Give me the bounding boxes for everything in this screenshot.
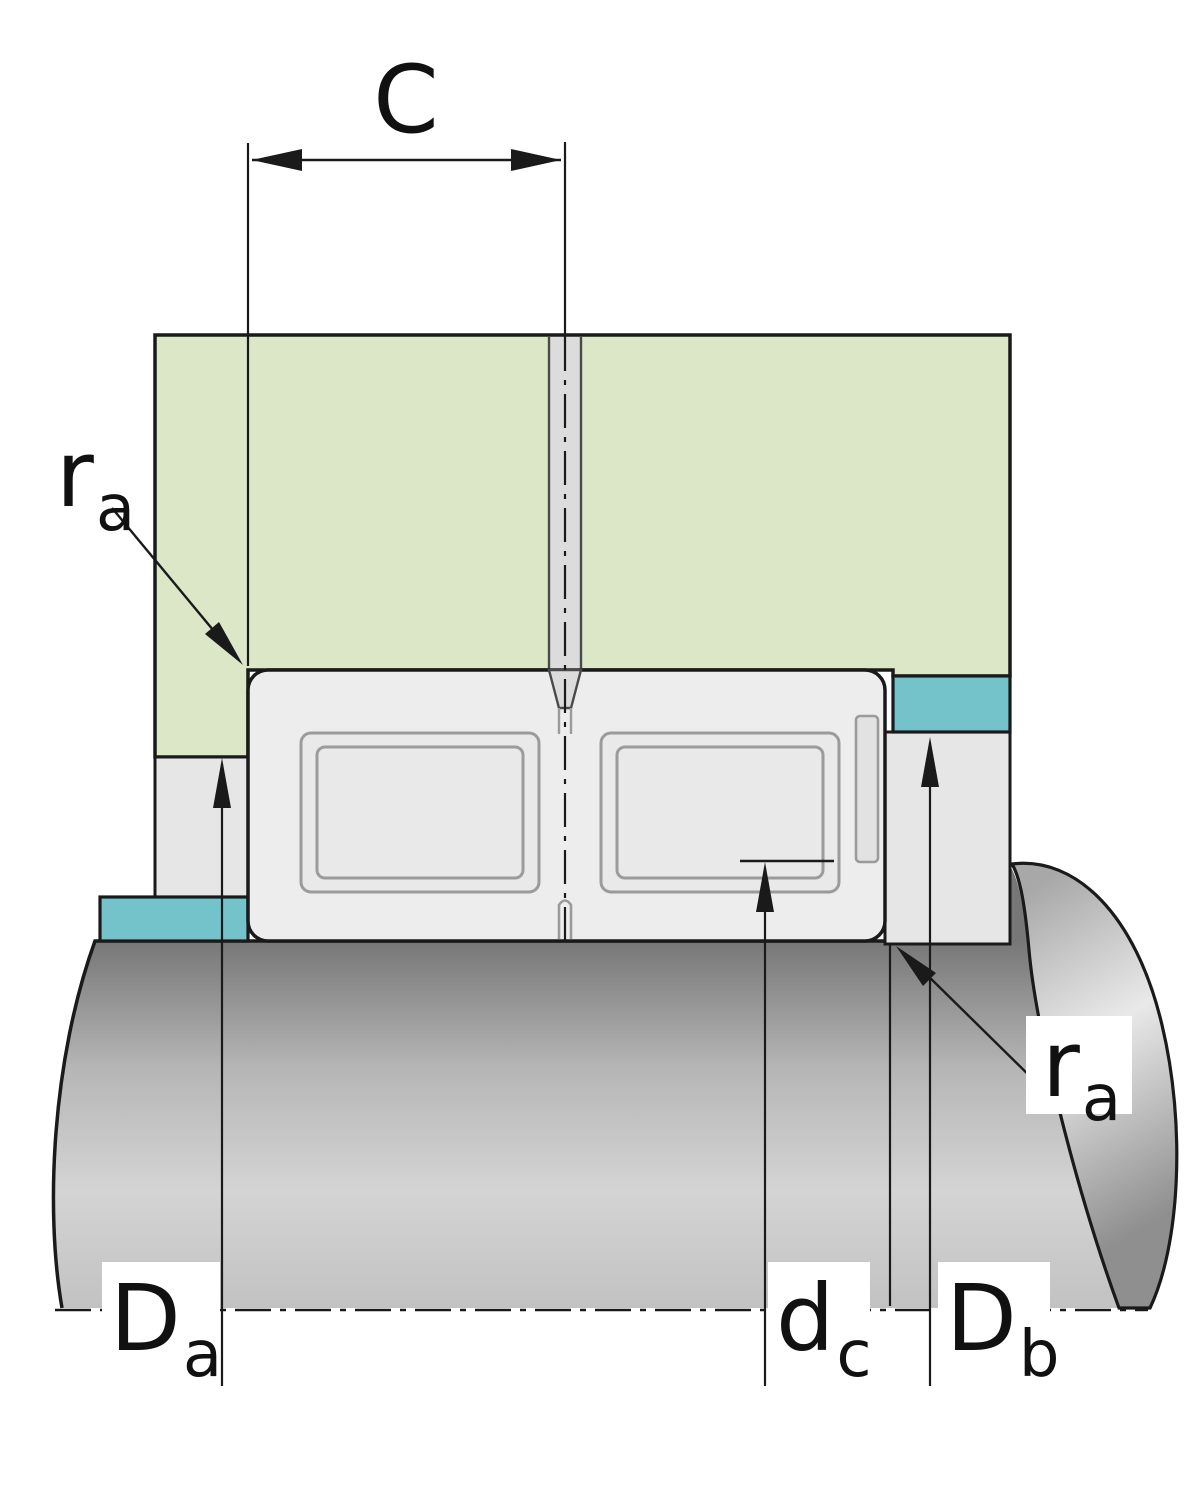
dim-width-c bbox=[246, 143, 561, 666]
label-ra-lower-sub: a bbox=[1082, 1062, 1121, 1136]
arrowhead-db bbox=[921, 737, 939, 787]
label-dc: dc bbox=[776, 1265, 872, 1392]
roller-row-right bbox=[599, 731, 841, 894]
arrowhead-ra-upper bbox=[205, 622, 243, 665]
label-da-base: D bbox=[110, 1265, 181, 1372]
label-mask-ra-lower bbox=[1026, 1016, 1132, 1114]
arrowhead-da bbox=[213, 758, 231, 808]
left-abutment-block bbox=[153, 755, 250, 899]
label-ra-lower: ra bbox=[1042, 1011, 1121, 1136]
arrowhead-c-right bbox=[511, 149, 561, 171]
roller-right-inner bbox=[615, 745, 825, 880]
label-mask-db bbox=[938, 1262, 1050, 1358]
label-db-base: D bbox=[946, 1265, 1017, 1372]
label-db: Db bbox=[946, 1265, 1059, 1392]
label-ra-lower-base: r bbox=[1042, 1011, 1080, 1118]
roller-row-left bbox=[299, 731, 541, 894]
label-mask-dc bbox=[768, 1262, 870, 1358]
left-locating-ring bbox=[98, 895, 250, 943]
shaft-cross-section bbox=[53, 866, 1119, 1308]
inner-snap-ring bbox=[854, 714, 880, 864]
label-dc-sub: c bbox=[836, 1318, 871, 1392]
right-locating-ring bbox=[891, 674, 1012, 734]
arrowhead-ra-lower bbox=[896, 946, 936, 986]
label-da-sub: a bbox=[183, 1318, 222, 1392]
leader-line-ra-lower bbox=[919, 967, 1043, 1089]
dim-recess-db bbox=[921, 737, 939, 1386]
leader-line-ra-upper bbox=[111, 507, 229, 649]
lubrication-hole bbox=[547, 337, 583, 670]
leader-ra-upper bbox=[111, 507, 243, 665]
dim-housing-abutment-da bbox=[213, 758, 231, 1386]
right-abutment-block bbox=[883, 730, 1012, 946]
leader-ra-lower bbox=[896, 946, 1043, 1089]
label-ra-upper-base: r bbox=[56, 421, 94, 528]
label-da: Da bbox=[110, 1265, 222, 1392]
lubrication-channel bbox=[549, 337, 581, 670]
label-width-c: C bbox=[373, 46, 439, 155]
dim-shaft-seat-dc bbox=[740, 859, 834, 1386]
roller-left-outer bbox=[299, 731, 541, 894]
label-dc-base: d bbox=[776, 1265, 834, 1372]
roller-left-inner bbox=[315, 745, 525, 880]
label-ra-upper: ra bbox=[56, 421, 135, 546]
bottom-center-slot bbox=[557, 899, 573, 939]
shaft-outline bbox=[51, 939, 1010, 1309]
label-db-sub: b bbox=[1019, 1318, 1060, 1392]
label-ra-upper-sub: a bbox=[96, 472, 135, 546]
arrowhead-dc bbox=[756, 862, 774, 912]
arrowhead-c-left bbox=[252, 149, 302, 171]
label-mask-da bbox=[102, 1262, 220, 1358]
roller-right-outer bbox=[599, 731, 841, 894]
